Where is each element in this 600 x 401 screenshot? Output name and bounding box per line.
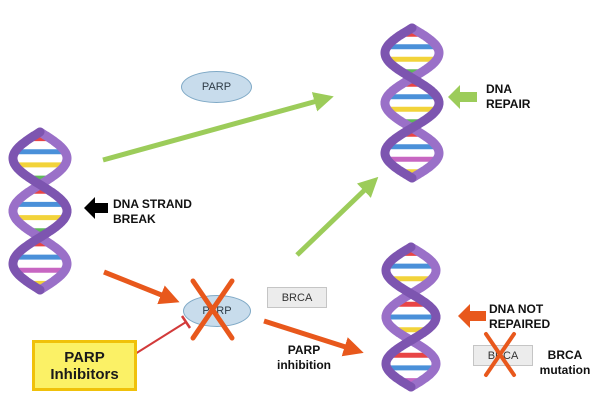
brca-box: BRCA <box>267 287 327 308</box>
parp-inhibition-label: PARP inhibition <box>277 343 331 372</box>
helix-strand <box>381 242 441 392</box>
dna-strand-break-label: DNA STRAND BREAK <box>113 197 192 226</box>
inhibition-t-bar-icon <box>134 315 192 355</box>
orange-arrow-icon <box>458 304 486 328</box>
green-arrow-icon <box>448 85 477 109</box>
dna-not-repaired-label: DNA NOT REPAIRED <box>489 302 551 331</box>
helix-strand <box>8 127 72 295</box>
dna-repair-label: DNA REPAIR <box>486 82 531 111</box>
helix-strand <box>380 23 444 183</box>
brca-mutation-label: BRCA mutation <box>539 348 591 377</box>
dna-helix-icon-bottom-right <box>381 242 441 392</box>
green-arrow-brca-to-repair <box>295 176 379 257</box>
cross-out-icon-brca <box>484 332 516 377</box>
helix-strand <box>8 127 72 295</box>
green-arrow-to-repair <box>102 92 334 163</box>
parp-inhibitors-box: PARP Inhibitors <box>32 340 137 391</box>
helix-strand <box>380 23 444 183</box>
dna-helix-icon-left <box>8 127 72 295</box>
dna-helix-icon-top-right <box>380 23 444 183</box>
helix-strand <box>381 242 441 392</box>
orange-arrow-to-parp <box>103 269 180 305</box>
black-arrow-icon <box>84 197 108 219</box>
orange-arrow-to-not-repaired <box>263 318 364 357</box>
cross-out-icon-parp <box>190 278 235 341</box>
parp-enzyme-top: PARP <box>181 71 252 103</box>
